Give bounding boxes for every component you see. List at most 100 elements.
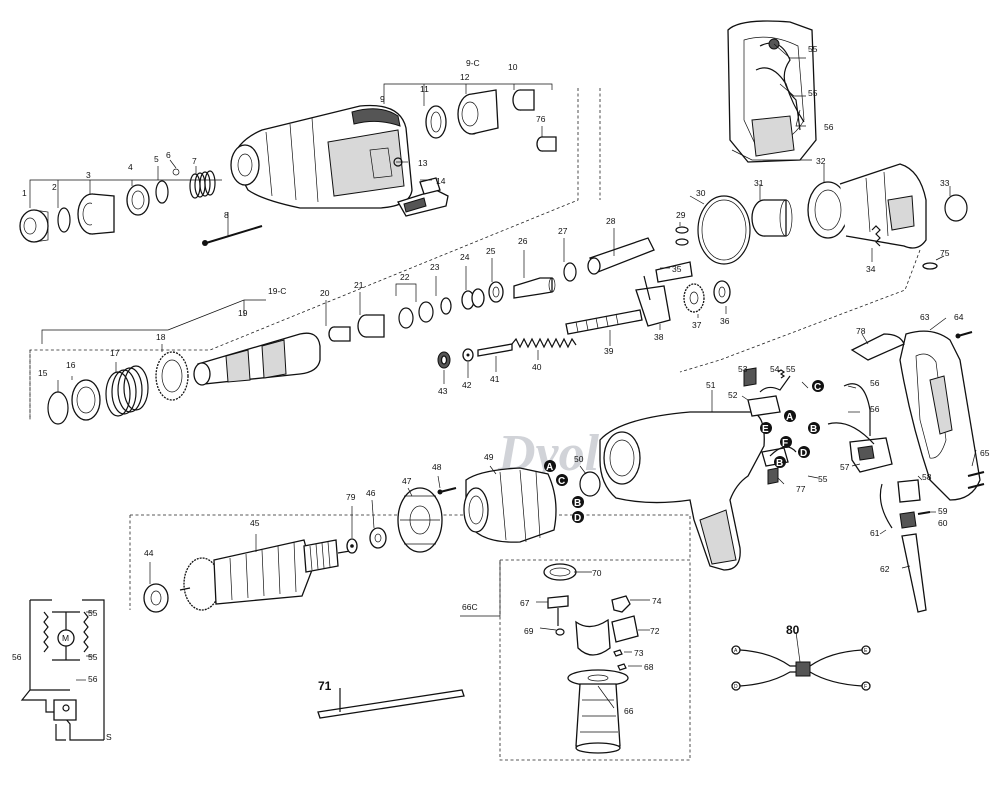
label-part-44: 44 bbox=[144, 548, 154, 558]
part-28-cylinder bbox=[587, 237, 655, 275]
part-19-spindle bbox=[193, 332, 321, 386]
label-part-50: 50 bbox=[574, 454, 584, 464]
part-80-connector bbox=[739, 649, 863, 687]
label-part-32: 32 bbox=[816, 156, 826, 166]
part-61-cable-wire bbox=[879, 483, 893, 529]
part-23-oring bbox=[440, 297, 452, 315]
part-15-ring bbox=[47, 391, 69, 425]
part-69-washer bbox=[555, 628, 565, 636]
connector-c-switch: C bbox=[814, 382, 821, 393]
label-part-21: 21 bbox=[354, 280, 364, 290]
connector-c-field: C bbox=[558, 476, 565, 487]
part-1-chuck-cap bbox=[19, 209, 49, 243]
label-part-62: 62 bbox=[880, 564, 890, 574]
part-40-spring bbox=[511, 337, 577, 349]
part-75-pin bbox=[922, 262, 938, 270]
label-part-77: 77 bbox=[796, 484, 806, 494]
label-part-25: 25 bbox=[486, 246, 496, 256]
part-2-ring bbox=[57, 207, 71, 233]
label-part-65: 65 bbox=[980, 448, 990, 458]
part-29-pins bbox=[675, 226, 689, 246]
connector-d-80: D bbox=[734, 684, 738, 690]
label-part-56-a: 56 bbox=[824, 122, 834, 132]
connector-markers: A C B D A E F D B C B A D E F bbox=[544, 380, 871, 691]
label-part-56-e: 56 bbox=[88, 674, 98, 684]
label-part-8: 8 bbox=[224, 210, 229, 220]
label-part-74: 74 bbox=[652, 596, 662, 606]
label-part-59: 59 bbox=[938, 506, 948, 516]
label-part-19c: 19-C bbox=[268, 286, 286, 296]
label-part-40: 40 bbox=[532, 362, 542, 372]
part-76-bushing bbox=[536, 136, 557, 152]
label-part-56-b: 56 bbox=[870, 378, 880, 388]
label-part-15: 15 bbox=[38, 368, 48, 378]
part-52-brush-holder bbox=[747, 395, 781, 417]
part-43-bearing bbox=[437, 351, 451, 369]
label-part-33: 33 bbox=[940, 178, 950, 188]
part-65-screws bbox=[967, 471, 985, 489]
part-27-ring bbox=[563, 262, 577, 282]
part-50-bushing bbox=[579, 471, 601, 497]
label-part-56-c: 56 bbox=[870, 404, 880, 414]
label-part-76: 76 bbox=[536, 114, 546, 124]
label-part-17: 17 bbox=[110, 348, 120, 358]
part-9-gear-housing bbox=[230, 104, 413, 209]
label-part-11: 11 bbox=[420, 84, 429, 94]
label-part-26: 26 bbox=[518, 236, 528, 246]
part-30-oring bbox=[697, 195, 751, 265]
label-part-9c: 9-C bbox=[466, 58, 480, 68]
label-part-71: 71 bbox=[318, 679, 332, 693]
part-5-ring bbox=[155, 180, 169, 204]
label-part-30: 30 bbox=[696, 188, 706, 198]
label-part-43: 43 bbox=[438, 386, 448, 396]
label-part-55-d: 55 bbox=[818, 474, 828, 484]
label-part-16: 16 bbox=[66, 360, 76, 370]
part-21-sleeve bbox=[357, 314, 385, 338]
connector-e-brush: E bbox=[762, 424, 769, 435]
part-6-ball bbox=[172, 168, 180, 176]
part-48-screw bbox=[437, 487, 457, 495]
part-8-screw bbox=[202, 225, 263, 246]
part-22-ring-b bbox=[418, 301, 434, 323]
part-68-pin bbox=[617, 663, 627, 671]
part-51-motor-housing bbox=[599, 411, 765, 571]
wiring-inset bbox=[727, 20, 817, 163]
switch-assembly bbox=[827, 383, 931, 613]
part-56-wire-b bbox=[827, 422, 875, 445]
part-62-cable bbox=[901, 533, 927, 613]
label-part-55-a: 55 bbox=[786, 364, 796, 374]
part-31-bushing bbox=[751, 199, 793, 237]
label-part-19: 19 bbox=[238, 308, 248, 318]
part-41-rod bbox=[477, 343, 513, 357]
label-part-79: 79 bbox=[346, 492, 356, 502]
motor-housing-front bbox=[697, 163, 968, 270]
part-3-sleeve bbox=[77, 193, 115, 235]
connector-a-brush: A bbox=[786, 412, 793, 423]
label-part-58: 58 bbox=[922, 472, 932, 482]
connector-f-brush: F bbox=[782, 438, 788, 449]
part-54-spring bbox=[777, 369, 786, 379]
part-39-shaft bbox=[565, 309, 643, 335]
label-part-4: 4 bbox=[128, 162, 133, 172]
label-part-57: 57 bbox=[840, 462, 850, 472]
label-part-45: 45 bbox=[250, 518, 260, 528]
part-63-handle bbox=[899, 330, 981, 501]
label-part-47: 47 bbox=[402, 476, 412, 486]
part-79-washer bbox=[346, 538, 358, 554]
label-part-80: 80 bbox=[786, 623, 800, 637]
connector-b-switch: B bbox=[810, 424, 817, 435]
label-part-63: 63 bbox=[920, 312, 930, 322]
part-67-bolt bbox=[547, 595, 569, 626]
label-part-9: 9 bbox=[380, 94, 385, 104]
part-25-washer bbox=[488, 281, 504, 303]
part-53-brush bbox=[743, 367, 757, 387]
spindle-assembly bbox=[47, 226, 731, 425]
connector-d-field: D bbox=[574, 513, 581, 524]
part-11-ring bbox=[425, 105, 447, 139]
label-part-75: 75 bbox=[940, 248, 950, 258]
label-part-41: 41 bbox=[490, 374, 500, 384]
part-33-ring bbox=[944, 194, 968, 222]
label-part-42: 42 bbox=[462, 380, 472, 390]
label-part-1: 1 bbox=[22, 188, 27, 198]
